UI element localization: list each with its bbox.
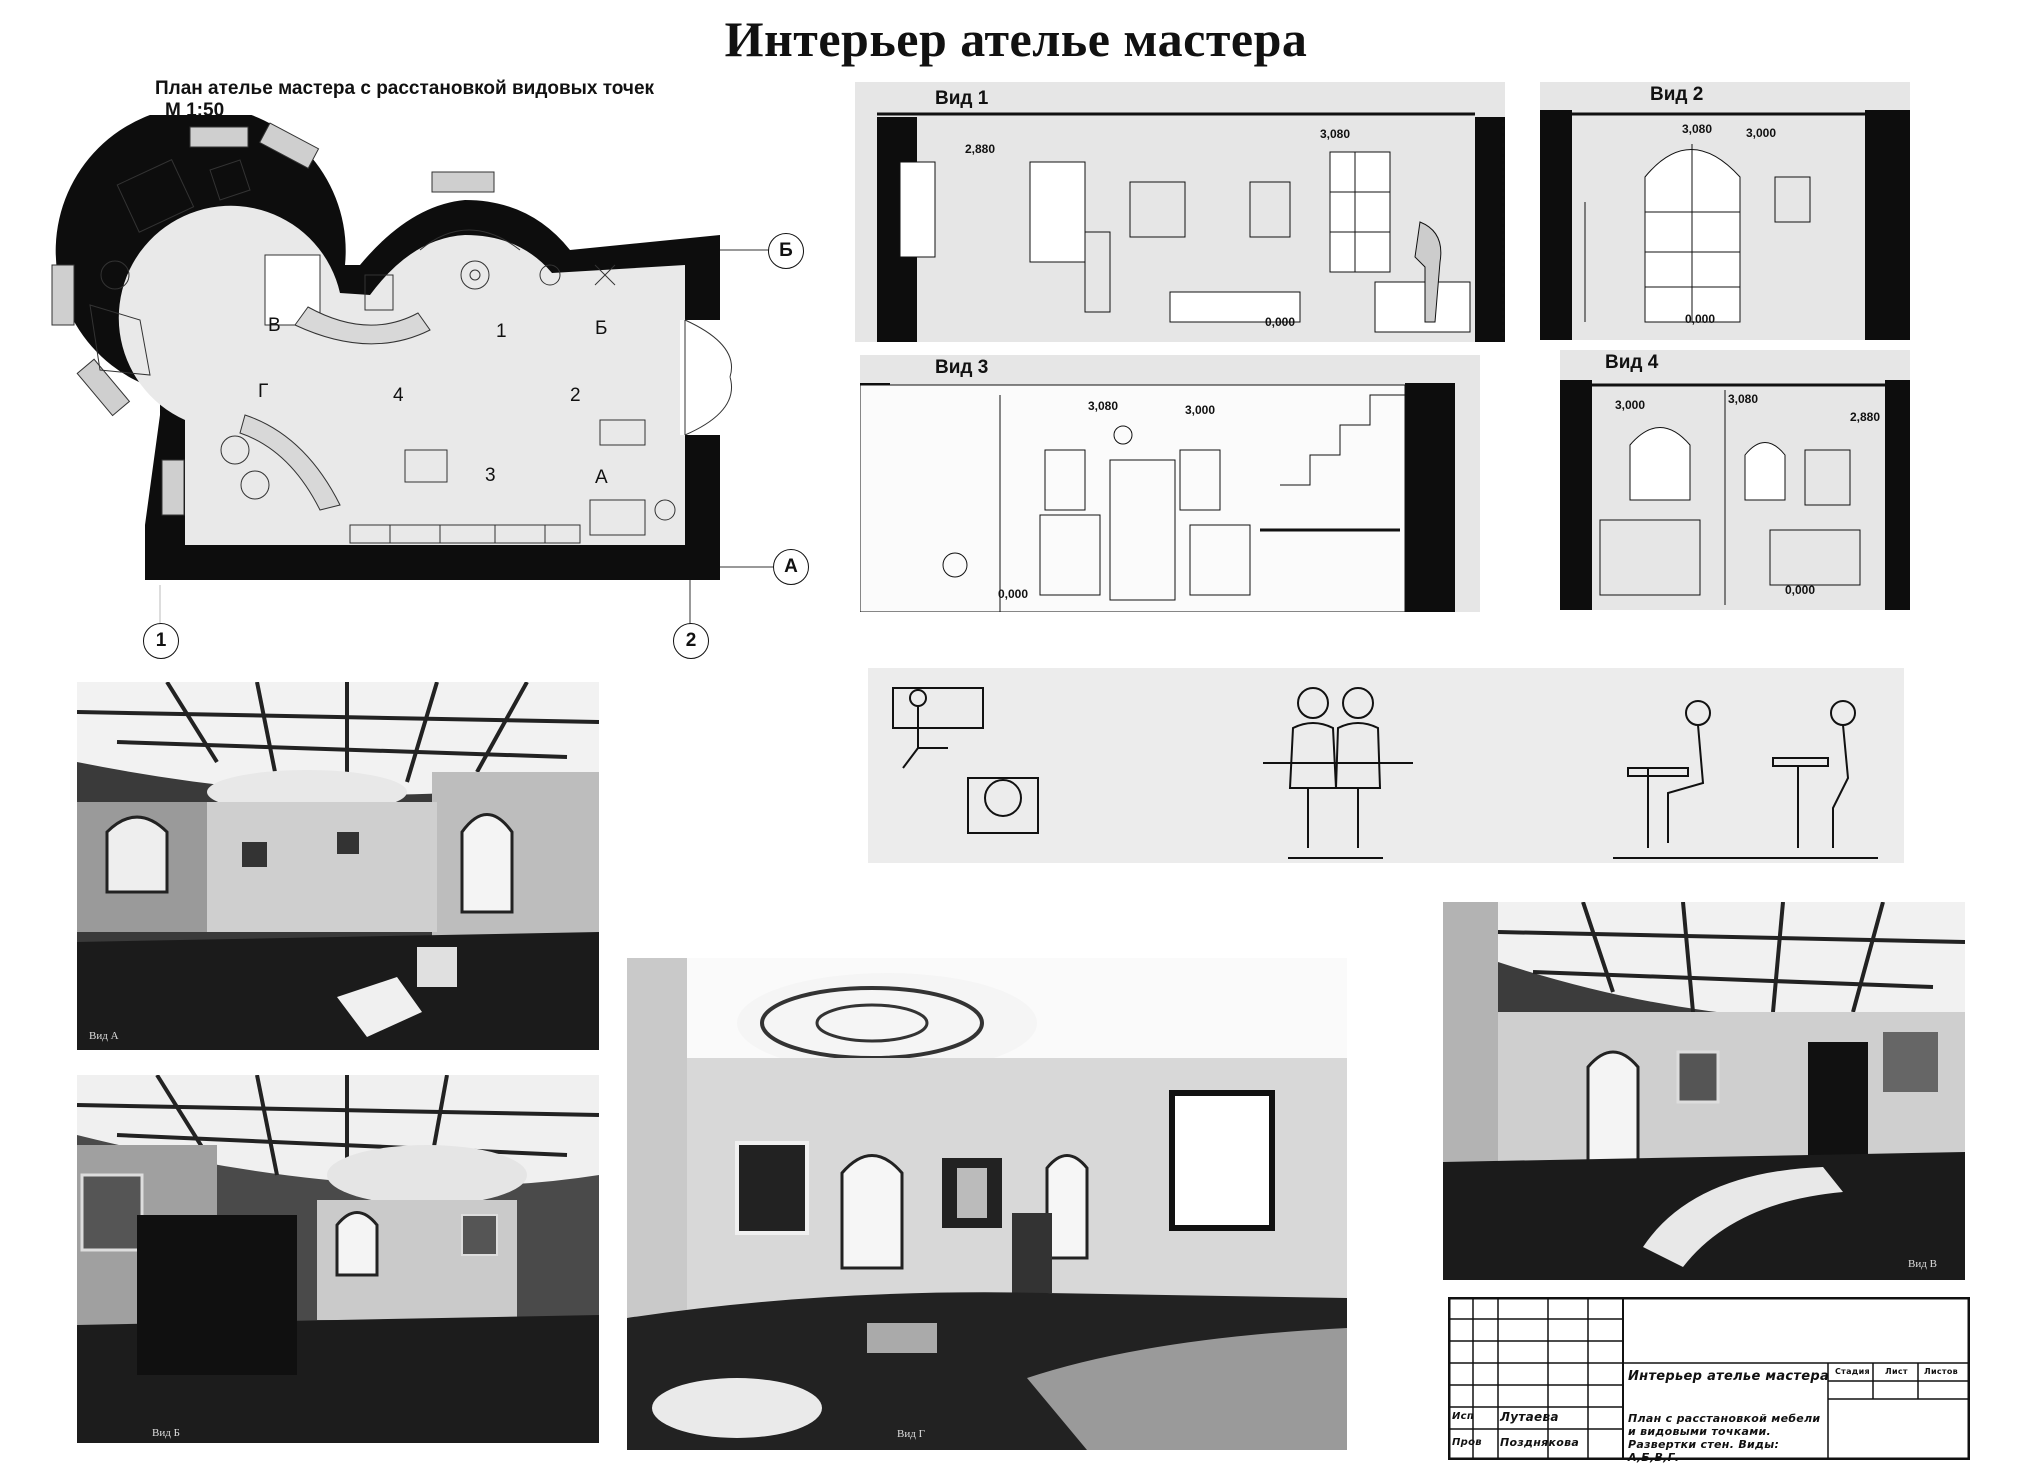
floor-plan-drawing bbox=[51, 115, 775, 625]
ergonomics-drawings bbox=[892, 687, 1878, 859]
view-2-dim-a: 3,080 bbox=[1682, 122, 1713, 136]
view-1-dim-a: 2,880 bbox=[965, 142, 996, 156]
axis-b: Б bbox=[768, 233, 804, 269]
render-view-a: Вид А bbox=[77, 682, 599, 1050]
render-view-a-caption: Вид А bbox=[89, 1030, 119, 1042]
render-view-v-caption: Вид В bbox=[1908, 1258, 1937, 1270]
render-view-g-caption: Вид Г bbox=[897, 1428, 925, 1440]
view-4-dim-d: 0,000 bbox=[1785, 583, 1816, 597]
plan-caption: План ателье мастера с расстановкой видов… bbox=[155, 78, 655, 99]
view-2-label: Вид 2 bbox=[1650, 84, 1704, 105]
stamp-project-title: Интерьер ателье мастера bbox=[1628, 1369, 1830, 1384]
title-block: Интерьер ателье мастера План с расстанов… bbox=[1448, 1297, 1970, 1464]
stamp-col-stage: Стадия bbox=[1835, 1367, 1870, 1376]
view-3-label: Вид 3 bbox=[935, 357, 989, 378]
stamp-col-sheets: Листов bbox=[1924, 1367, 1958, 1376]
view-point-v: В bbox=[268, 315, 281, 336]
view-4-dim-c: 2,880 bbox=[1850, 410, 1881, 424]
view-point-g: Г bbox=[258, 381, 269, 402]
view-1-dim-c: 0,000 bbox=[1265, 315, 1296, 329]
view-3-dim-a: 3,080 bbox=[1088, 399, 1119, 413]
axis-1: 1 bbox=[143, 623, 179, 659]
view-1-dim-b: 3,080 bbox=[1320, 127, 1351, 141]
elevation-view-4: Вид 4 3,000 3,080 2,880 0,000 bbox=[1560, 350, 1910, 610]
view-2-dim-b: 3,000 bbox=[1746, 126, 1777, 140]
elevation-view-1: Вид 1 2,880 3,080 0,000 bbox=[855, 82, 1505, 342]
view-point-1: 1 bbox=[496, 321, 507, 342]
view-point-2: 2 bbox=[570, 385, 581, 406]
stamp-description: План с расстановкой мебели и видовыми то… bbox=[1628, 1412, 1821, 1464]
render-view-g: Вид Г bbox=[627, 958, 1347, 1450]
axis-a: А bbox=[773, 549, 809, 585]
elevation-view-2: Вид 2 3,080 3,000 0,000 bbox=[1540, 82, 1910, 340]
render-view-b: Вид Б bbox=[77, 1075, 599, 1443]
render-view-v: Вид В bbox=[1443, 902, 1965, 1280]
render-view-b-caption: Вид Б bbox=[152, 1427, 180, 1439]
view-3-dim-b: 3,000 bbox=[1185, 403, 1216, 417]
view-point-a: А bbox=[595, 467, 608, 488]
view-3-dim-c: 0,000 bbox=[998, 587, 1029, 601]
view-point-3: 3 bbox=[485, 465, 496, 486]
sheet-title: Интерьер ателье мастера bbox=[724, 11, 1308, 67]
view-point-b: Б bbox=[595, 318, 608, 339]
elevation-view-3: Вид 3 3,080 3,000 0,000 bbox=[860, 355, 1480, 612]
stamp-role-checker: Пров bbox=[1452, 1437, 1482, 1448]
view-4-dim-b: 3,080 bbox=[1728, 392, 1759, 406]
view-1-label: Вид 1 bbox=[935, 88, 989, 109]
floor-plan: В 1 Б Г 4 2 3 А Б А 1 2 bbox=[40, 115, 820, 675]
stamp-name-checker: Позднякова bbox=[1500, 1436, 1580, 1449]
view-point-4: 4 bbox=[393, 385, 404, 406]
stamp-role-executor: Исп bbox=[1452, 1411, 1475, 1422]
axis-2: 2 bbox=[673, 623, 709, 659]
view-4-dim-a: 3,000 bbox=[1615, 398, 1646, 412]
view-2-dim-c: 0,000 bbox=[1685, 312, 1716, 326]
stamp-col-sheet: Лист bbox=[1885, 1367, 1908, 1376]
stamp-name-executor: Лутаева bbox=[1500, 1410, 1559, 1424]
ergonomics-panel bbox=[868, 668, 1904, 863]
view-4-label: Вид 4 bbox=[1605, 352, 1659, 373]
